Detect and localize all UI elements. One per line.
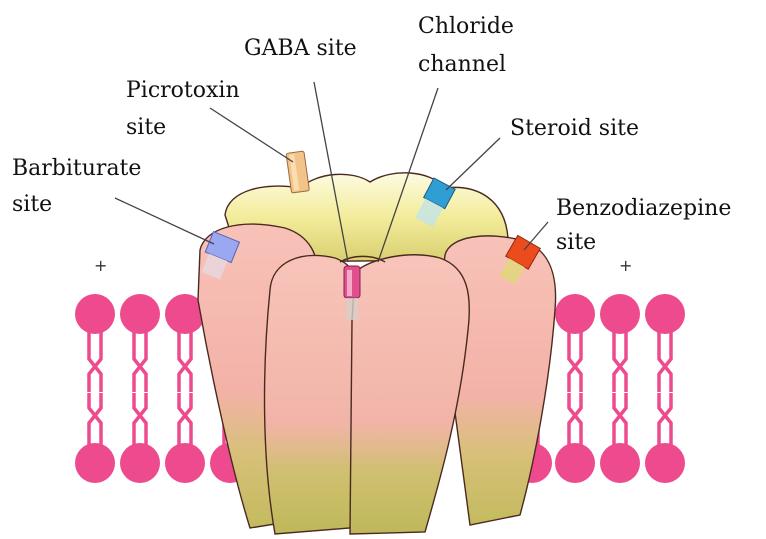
lipid-molecule-left-1 (120, 294, 160, 483)
benzodiazepine-site-label-line2: site (556, 230, 596, 256)
steroid-leader-line (446, 138, 500, 190)
picrotoxin-leader-line (210, 108, 293, 162)
charge-left: + (94, 256, 107, 275)
lipid-molecule-left-2 (165, 294, 205, 483)
charge-right: + (619, 256, 632, 275)
benzodiazepine-site-label-line1: Benzodiazepine (556, 196, 731, 222)
gaba-site-label: GABA site (244, 36, 357, 62)
barbiturate-leader-line (115, 198, 214, 244)
lipid-molecule-right-1 (555, 294, 595, 483)
picrotoxin-site-label-line2: site (126, 115, 166, 141)
lipid-molecule-right-3 (645, 294, 685, 483)
barbiturate-site-label-line1: Barbiturate (12, 156, 141, 182)
receptor-complex (198, 173, 556, 534)
barbiturate-site-label-line2: site (12, 192, 52, 218)
receptor-subunit-front-right (350, 255, 469, 534)
picrotoxin-site-label-line1: Picrotoxin (126, 78, 240, 104)
chloride-channel-label-line2: channel (418, 52, 506, 78)
lipid-molecule-left-0 (75, 294, 115, 483)
steroid-site-label: Steroid site (510, 116, 639, 142)
lipid-molecule-right-2 (600, 294, 640, 483)
chloride-channel-label-line1: Chloride (418, 14, 514, 40)
gaba-site-marker (344, 266, 360, 320)
